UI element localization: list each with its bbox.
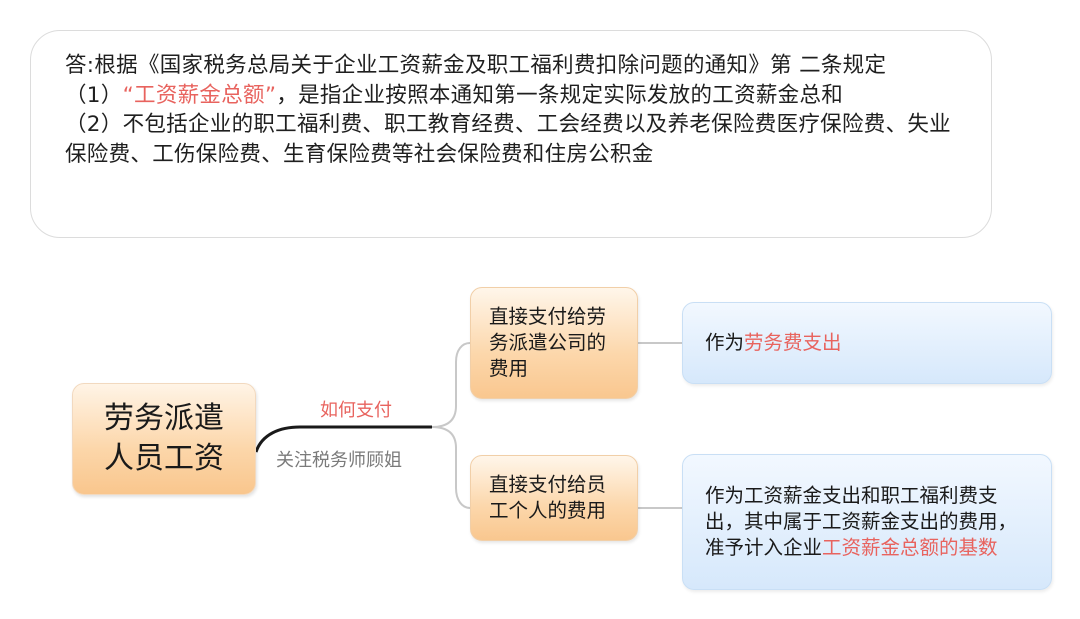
- branch-1-result-node: 作为劳务费支出: [682, 302, 1052, 384]
- branch-1-result-text: 作为劳务费支出: [705, 330, 842, 356]
- answer-item-1-highlight: “工资薪金总额”: [122, 82, 277, 108]
- branch-2-result-node: 作为工资薪金支出和职工福利费支出，其中属于工资薪金支出的费用，准予计入企业工资薪…: [682, 454, 1052, 590]
- root-node-text: 劳务派遣 人员工资: [104, 399, 224, 479]
- branch-1-label: 直接支付给劳务派遣公司的费用: [489, 305, 607, 380]
- answer-box: 答:根据《国家税务总局关于企业工资薪金及职工福利费扣除问题的通知》第 二条规定 …: [30, 30, 992, 238]
- root-node-line-1: 劳务派遣: [104, 401, 224, 436]
- answer-intro: 答:根据《国家税务总局关于企业工资薪金及职工福利费扣除问题的通知》第 二条规定: [65, 53, 887, 78]
- branch-2-result-text: 作为工资薪金支出和职工福利费支出，其中属于工资薪金支出的费用，准予计入企业工资薪…: [705, 483, 1033, 561]
- root-node: 劳务派遣 人员工资: [72, 383, 256, 495]
- answer-item-1-prefix: （1）: [65, 82, 123, 108]
- branch-2-node: 直接支付给员工个人的费用: [470, 455, 638, 541]
- branch-2-result-prefix: 作为工资薪金支出和职工福利费支出，其中属于工资薪金支出的费用，准予计入企业: [705, 484, 1018, 559]
- edge-label-watermark: 关注税务师顾姐: [276, 450, 402, 471]
- branch-1-result-prefix: 作为: [705, 331, 745, 354]
- answer-item-2: （2）不包括企业的职工福利费、职工教育经费、工会经费以及养老保险费医疗保险费、失…: [65, 112, 951, 167]
- edge-label-how-to-pay: 如何支付: [320, 400, 392, 421]
- fork-branch-2-connector: [431, 426, 471, 509]
- branch-1-result-highlight: 劳务费支出: [744, 331, 842, 354]
- fork-branch-1-connector: [431, 342, 471, 428]
- root-to-fork-connector: [254, 425, 432, 453]
- branch-2-label: 直接支付给员工个人的费用: [489, 473, 607, 522]
- answer-item-1-rest: ，是指企业按照本通知第一条规定实际发放的工资薪金总和: [276, 82, 844, 108]
- branch-1-node: 直接支付给劳务派遣公司的费用: [470, 287, 638, 399]
- branch-2-result-highlight: 工资薪金总额的基数: [822, 536, 998, 559]
- answer-item-1: （1）“工资薪金总额”，是指企业按照本通知第一条规定实际发放的工资薪金总和: [65, 81, 967, 111]
- root-node-line-2: 人员工资: [104, 441, 224, 476]
